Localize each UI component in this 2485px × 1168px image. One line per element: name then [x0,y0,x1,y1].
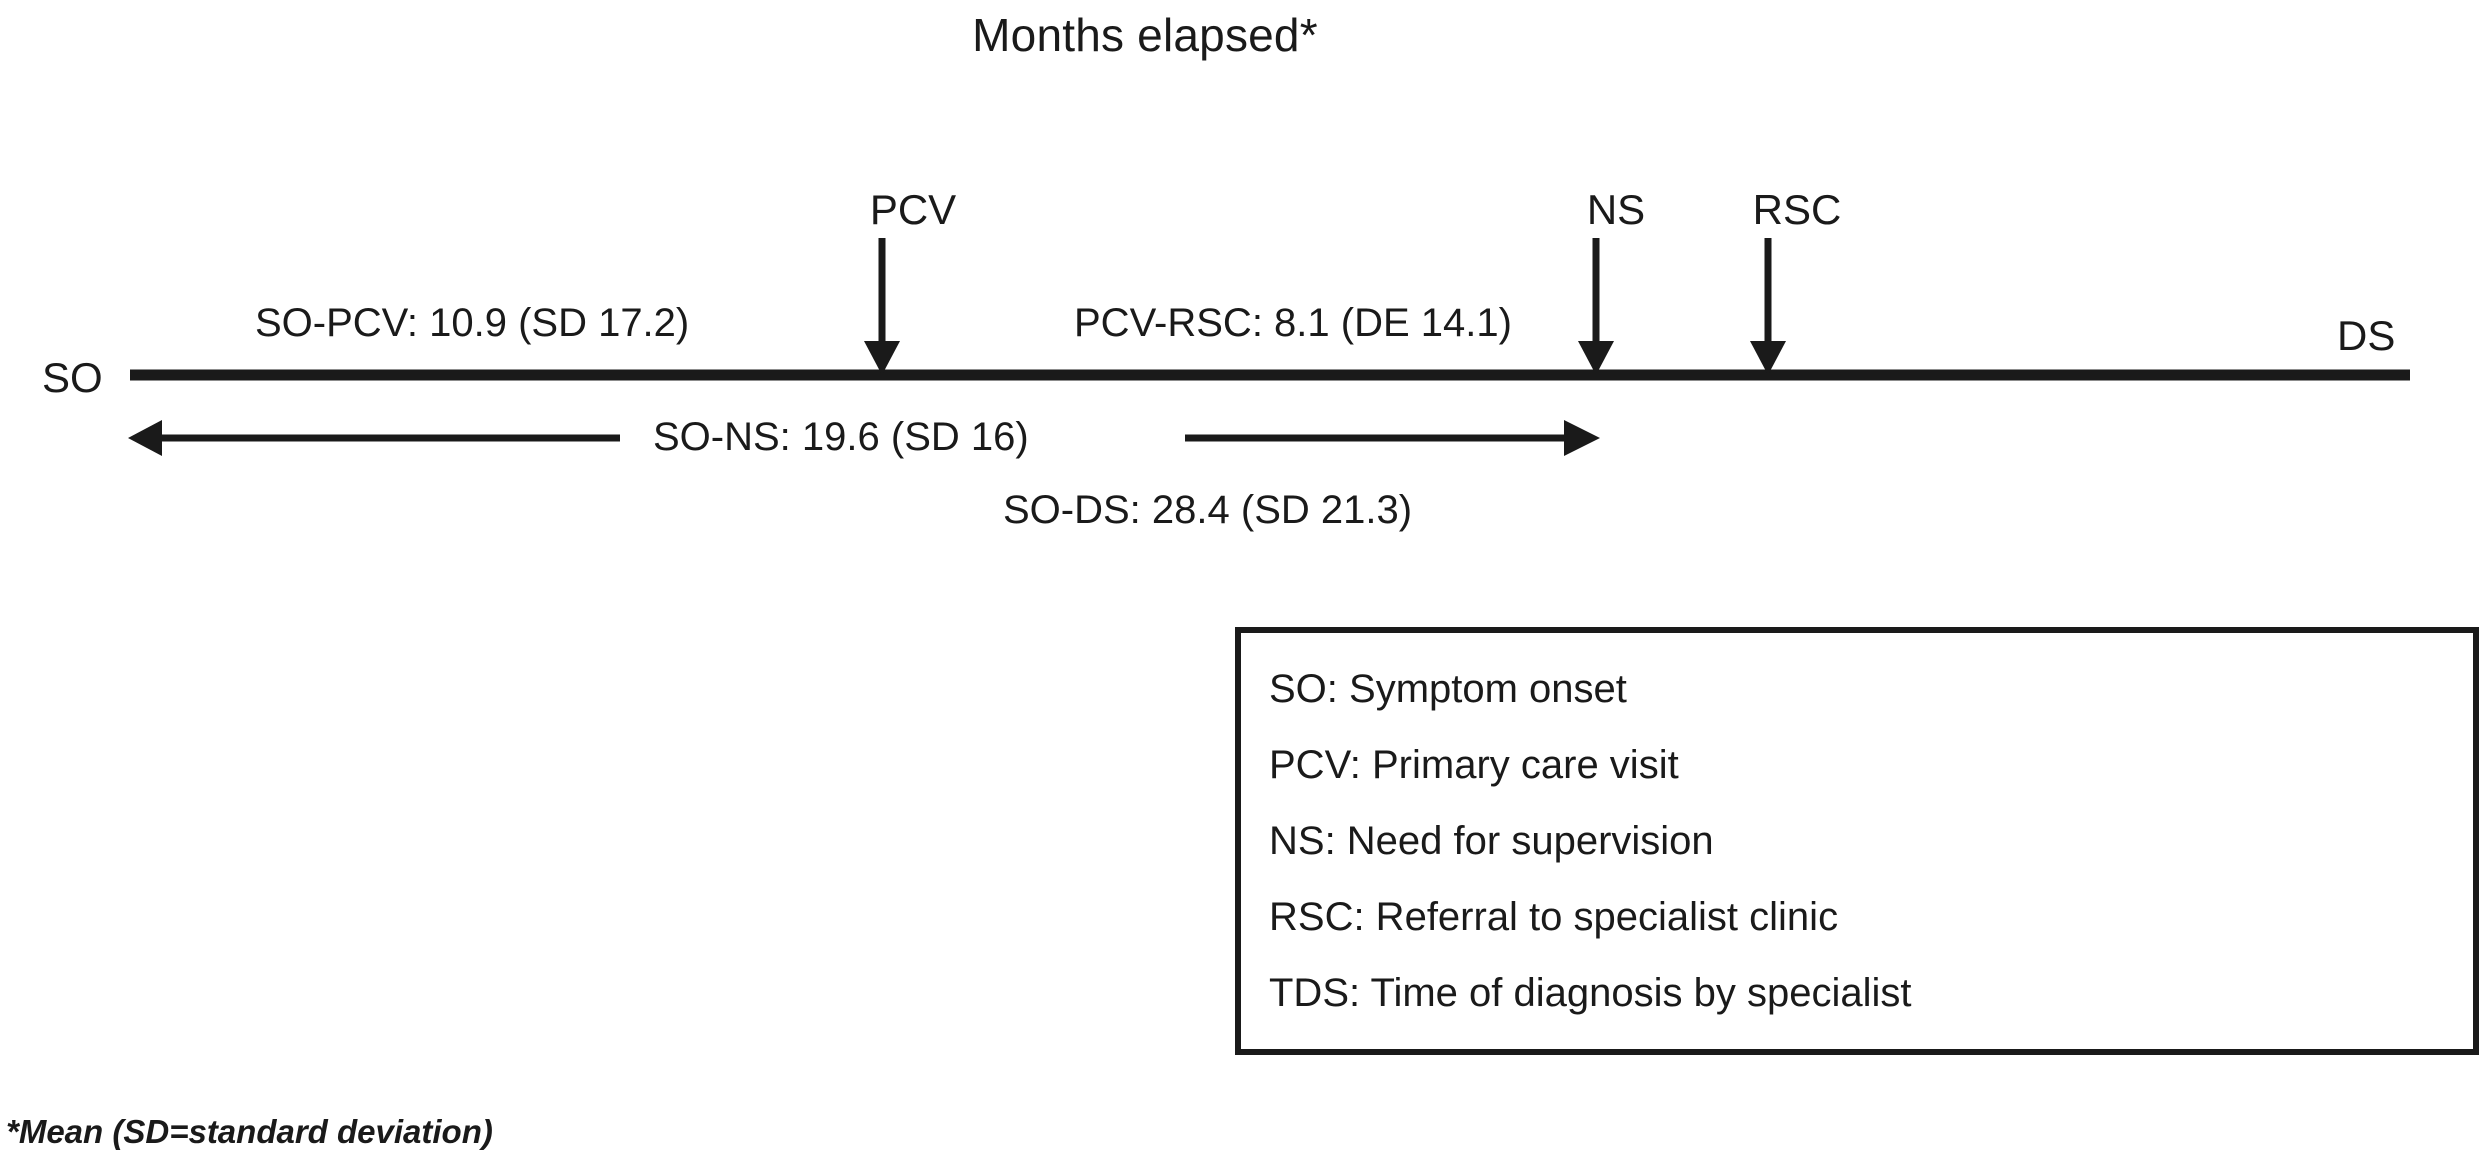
legend-item-pcv: PCV: Primary care visit [1269,743,1679,787]
legend-box: SO: Symptom onset PCV: Primary care visi… [1235,627,2479,1055]
axis-end-label: DS [2337,312,2396,359]
rsc-event-arrow [1750,238,1786,375]
event-label-rsc: RSC [1752,186,1842,233]
event-label-pcv: PCV [869,186,957,233]
so-ns-span-left [128,420,620,456]
legend-item-tds: TDS: Time of diagnosis by specialist [1269,971,1912,1015]
page-title: Months elapsed* [972,9,1318,61]
so-ns-span-right [1185,420,1600,456]
legend-item-rsc: RSC: Referral to specialist clinic [1269,895,1839,939]
interval-label-pcv-rsc: PCV-RSC: 8.1 (DE 14.1) [1074,301,1512,345]
legend-list: SO: Symptom onset PCV: Primary care visi… [1269,651,2463,1031]
event-label-ns: NS [1586,186,1646,233]
legend-item-ns: NS: Need for supervision [1269,819,1714,863]
pcv-event-arrow [864,238,900,375]
legend-item-so: SO: Symptom onset [1269,667,1627,711]
footnote: *Mean (SD=standard deviation) [6,1113,493,1150]
interval-label-so-ds: SO-DS: 28.4 (SD 21.3) [1003,488,1413,532]
axis-start-label: SO [42,354,103,401]
ns-event-arrow [1578,238,1614,375]
interval-label-so-ns: SO-NS: 19.6 (SD 16) [653,415,1029,459]
interval-label-so-pcv: SO-PCV: 10.9 (SD 17.2) [255,301,690,345]
